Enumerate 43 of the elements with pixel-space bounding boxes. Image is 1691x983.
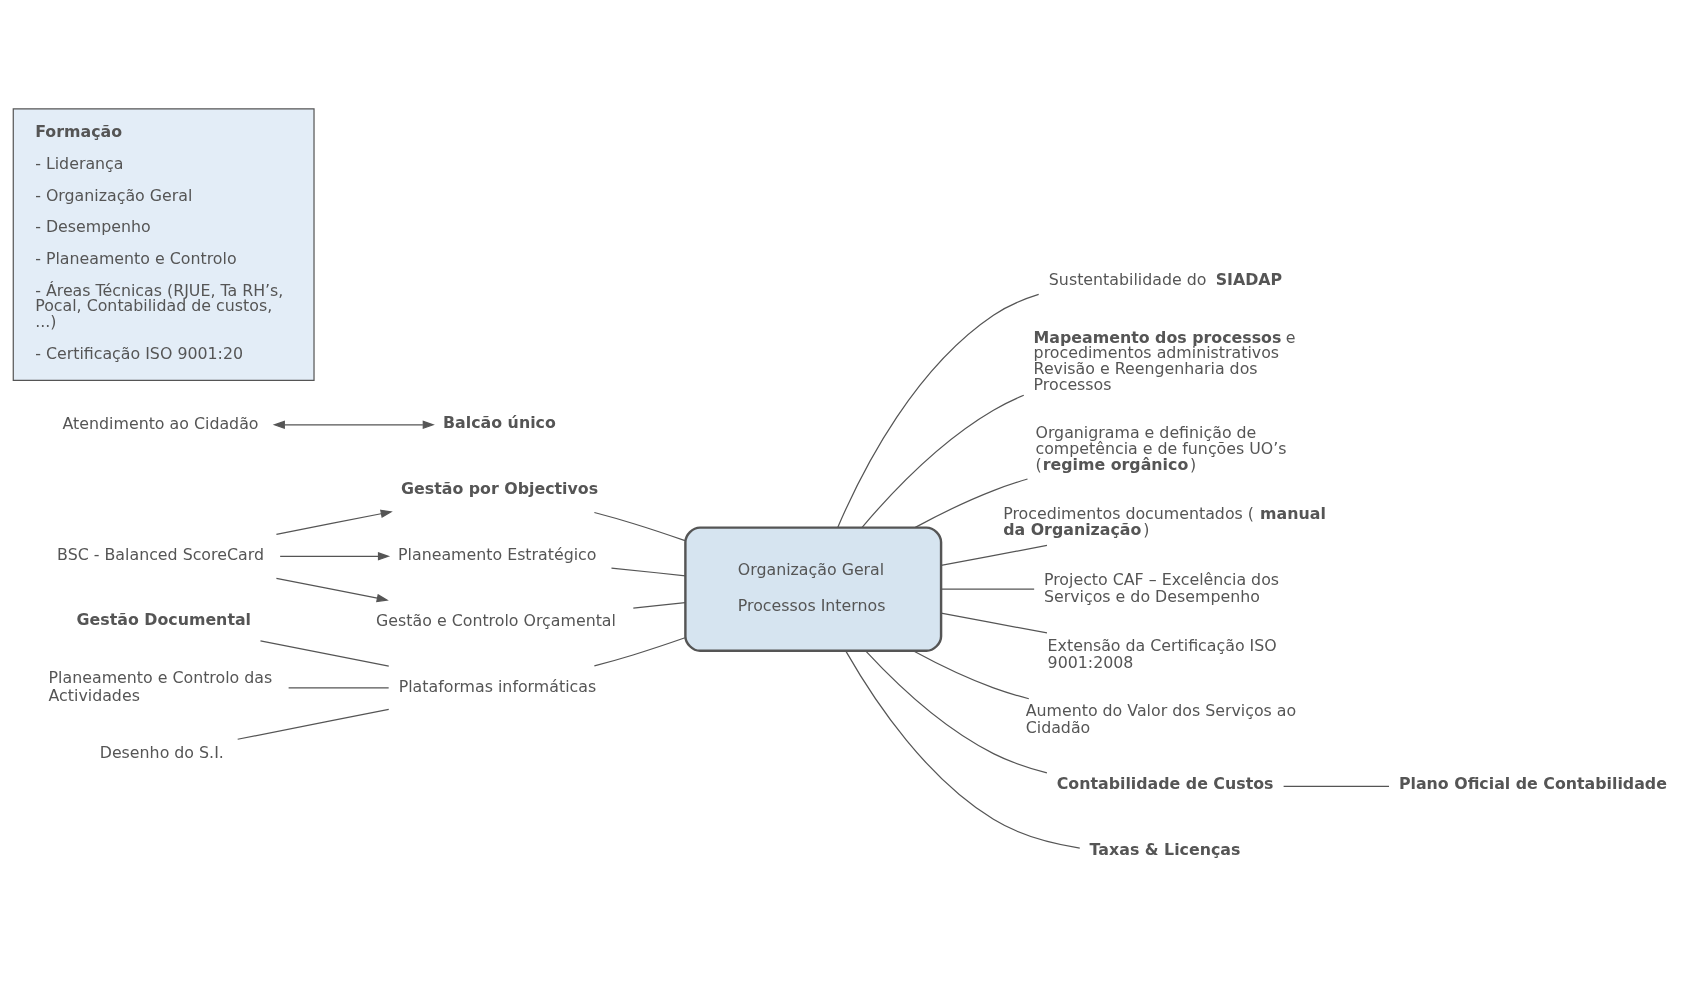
node-text: Mapeamento dos processos e procedimentos administrativos Revisão e Reengenharia dos Processos (1033, 327, 1296, 395)
connector (632, 602, 686, 609)
node-text: Atendimento ao Cidadão (62, 413, 259, 433)
node-text: Sustentabilidade do SIADAP (1048, 270, 1283, 290)
node-text: Gestão e Controlo Orçamental (376, 611, 616, 631)
connector (593, 511, 686, 542)
connector (940, 612, 1048, 634)
node-text: Gestão Documental (76, 610, 252, 630)
arrow (279, 552, 391, 561)
connector (288, 687, 390, 689)
connector (259, 640, 390, 667)
node-text: Planeamento e Controlo das Actividades (48, 668, 273, 705)
node-text: Gestão por Objectivos (401, 478, 599, 498)
connector (940, 544, 1048, 566)
connector (861, 394, 1025, 529)
node-text: Extensão da Certificação ISO 9001:2008 (1047, 635, 1277, 672)
connector (913, 650, 1030, 700)
connector (865, 650, 1048, 774)
node-text: Desenho do S.I. (99, 742, 224, 762)
node-text: BSC - Balanced ScoreCard (57, 545, 264, 565)
node-text: Projecto CAF – Excelência dos Serviços e do Desempenho (1043, 569, 1280, 606)
arrow (272, 420, 435, 430)
node-text: Plano Oficial de Contabilidade (1398, 774, 1667, 794)
node-text: Contabilidade de Custos (1056, 774, 1274, 794)
connector (1283, 785, 1390, 788)
connector (593, 637, 686, 667)
connector (837, 293, 1040, 529)
node-text: Plataformas informáticas (398, 676, 597, 696)
node-text: Planeamento Estratégico (398, 545, 597, 565)
node-text: Taxas & Licenças (1089, 840, 1241, 860)
connector (845, 650, 1081, 849)
connector (940, 588, 1035, 590)
connector (914, 478, 1029, 528)
arrow (275, 509, 393, 535)
node-text: Balcão único (443, 412, 556, 432)
connector (610, 567, 686, 577)
node-text: Procedimentos documentados (manual da Organização) (1003, 504, 1326, 539)
arrow (275, 577, 389, 603)
node-text: Aumento do Valor dos Serviços ao Cidadão (1025, 701, 1297, 738)
node-box: Formação - Liderança - Organização Geral - Desempenho - Planeamento e Controlo - Áreas Técnicas (RJUE, Ta RH’s, Pocal, Contabilidad de custos, ...) - Certificação ISO 9001:20 (12, 108, 315, 381)
connector (237, 708, 390, 740)
node-text: Organigrama e definição de competência e de funções UO’s (regime orgânico) (1035, 423, 1287, 474)
node-box: Organização Geral Processos Internos (684, 526, 943, 653)
